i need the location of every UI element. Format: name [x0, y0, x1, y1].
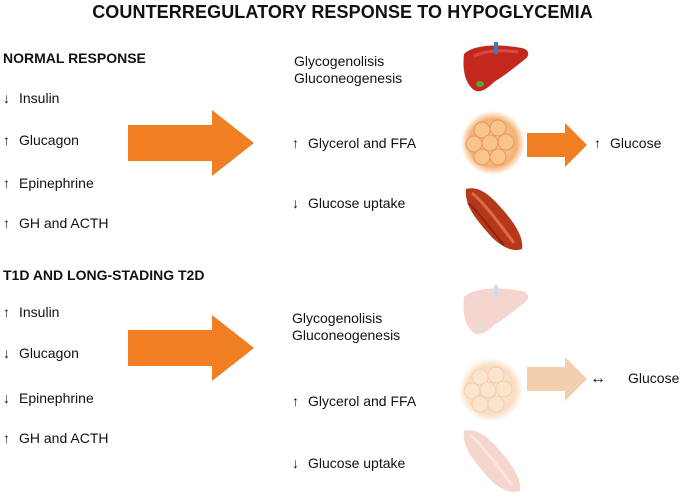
- normal-hormone-epinephrine: ↑ Epinephrine: [3, 175, 94, 191]
- diabetes-hormone-glucagon: ↓ Glucagon: [3, 345, 79, 361]
- glycogenolysis-label: Glycogenolisis: [292, 310, 383, 326]
- gluconeogenesis-label: Gluconeogenesis: [294, 70, 403, 86]
- diabetes-big-arrow: [128, 315, 254, 381]
- hormone-label: GH and ACTH: [19, 430, 109, 446]
- diabetes-liver-effect: Glycogenolisis Gluconeogenesis: [292, 310, 400, 344]
- normal-response-heading: NORMAL RESPONSE: [3, 50, 146, 66]
- normal-glucose-arrow: [527, 123, 587, 167]
- normal-hormone-insulin: ↓ Insulin: [3, 90, 59, 106]
- adipose-tissue-icon-faded: [459, 358, 523, 422]
- liver-icon: [463, 42, 529, 92]
- glucose-label: Glucose: [628, 370, 680, 386]
- hormone-direction: ↑: [3, 215, 10, 231]
- effect-direction: ↓: [292, 455, 299, 471]
- hormone-label: Epinephrine: [19, 175, 94, 191]
- diabetes-response-heading: T1D AND LONG-STADING T2D: [3, 267, 205, 283]
- hormone-direction: ↑: [3, 304, 10, 320]
- adipose-tissue-icon: [461, 111, 525, 175]
- normal-big-arrow: [128, 110, 254, 176]
- effect-direction: ↑: [292, 393, 299, 409]
- diabetes-hormone-gh-acth: ↑ GH and ACTH: [3, 430, 108, 446]
- glycogenolysis-label: Glycogenolisis: [294, 53, 385, 69]
- diabetes-hormone-epinephrine: ↓ Epinephrine: [3, 390, 94, 406]
- hormone-direction: ↑: [3, 430, 10, 446]
- glycerol-ffa-label: Glycerol and FFA: [308, 393, 417, 409]
- glucose-direction: ↑: [594, 135, 601, 151]
- hormone-label: Insulin: [19, 90, 60, 106]
- figure-title: COUNTERREGULATORY RESPONSE TO HYPOGLYCEM…: [92, 2, 593, 22]
- hormone-label: Insulin: [19, 304, 60, 320]
- hormone-label: Glucagon: [19, 132, 79, 148]
- muscle-icon-faded: [463, 430, 521, 493]
- normal-adipose-effect: ↑ Glycerol and FFA: [292, 135, 416, 151]
- glucose-uptake-label: Glucose uptake: [308, 195, 406, 211]
- normal-glucose-result: ↑ Glucose: [594, 135, 661, 151]
- effect-direction: ↓: [292, 195, 299, 211]
- gluconeogenesis-label: Gluconeogenesis: [292, 327, 401, 343]
- normal-hormone-gh-acth: ↑ GH and ACTH: [3, 215, 108, 231]
- glucose-direction: ↔: [590, 370, 606, 387]
- diabetes-muscle-effect: ↓ Glucose uptake: [292, 455, 405, 471]
- normal-hormone-glucagon: ↑ Glucagon: [3, 132, 79, 148]
- hormone-direction: ↓: [3, 345, 10, 361]
- normal-muscle-effect: ↓ Glucose uptake: [292, 195, 405, 211]
- diabetes-hormone-insulin: ↑ Insulin: [3, 304, 59, 320]
- diabetes-adipose-effect: ↑ Glycerol and FFA: [292, 393, 416, 409]
- muscle-icon: [465, 188, 523, 251]
- hormone-direction: ↑: [3, 175, 10, 191]
- hormone-label: Glucagon: [19, 345, 79, 361]
- liver-icon-faded: [463, 285, 529, 335]
- hormone-direction: ↓: [3, 90, 10, 106]
- effect-direction: ↑: [292, 135, 299, 151]
- glucose-label: Glucose: [610, 135, 662, 151]
- diabetes-glucose-result: ↔ Glucose: [590, 370, 679, 388]
- diabetes-glucose-arrow: [527, 357, 587, 401]
- hormone-direction: ↓: [3, 390, 10, 406]
- hormone-direction: ↑: [3, 132, 10, 148]
- glucose-uptake-label: Glucose uptake: [308, 455, 406, 471]
- hormone-label: GH and ACTH: [19, 215, 109, 231]
- hormone-label: Epinephrine: [19, 390, 94, 406]
- glycerol-ffa-label: Glycerol and FFA: [308, 135, 417, 151]
- normal-liver-effect: Glycogenolisis Gluconeogenesis: [294, 53, 402, 87]
